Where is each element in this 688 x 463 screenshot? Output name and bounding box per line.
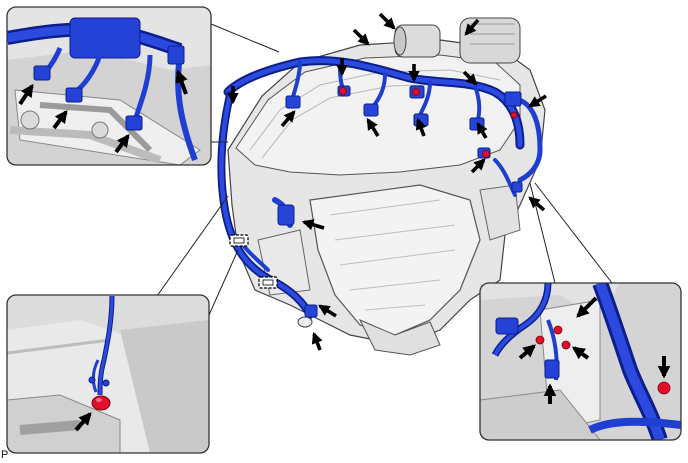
bolt-icon: [339, 87, 518, 158]
oil-pan: [358, 319, 441, 356]
arrow-icon: [227, 12, 547, 351]
inset-bottom-left: [6, 294, 210, 454]
figure-corner-label: P: [1, 449, 9, 461]
inset-top-left: [6, 6, 212, 166]
inset-bottom-right: [479, 282, 682, 441]
exhaust-heat-shield: [309, 184, 481, 336]
leader-lines: [156, 23, 613, 316]
clamp-icon: [229, 234, 278, 289]
